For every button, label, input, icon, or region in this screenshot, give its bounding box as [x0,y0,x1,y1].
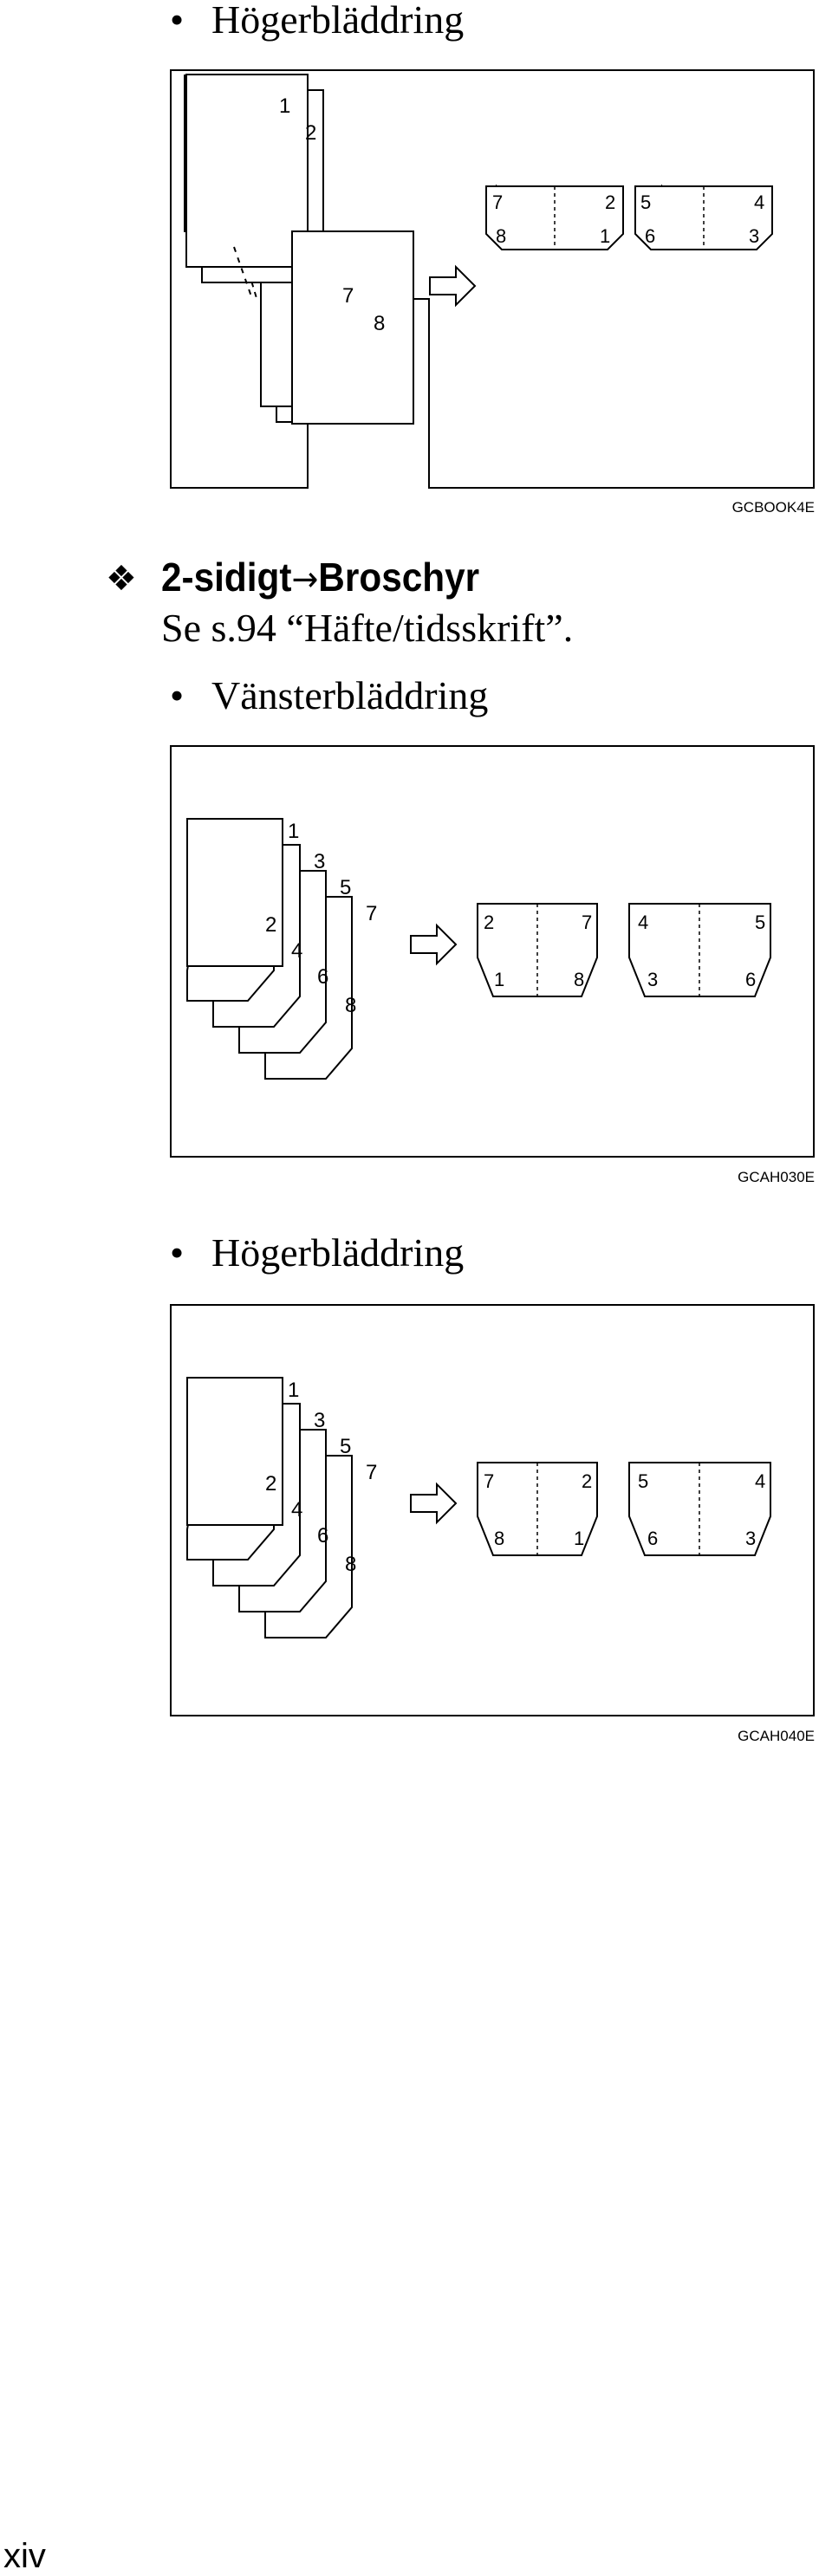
fig3-back-4: 4 [291,1498,302,1522]
arrow-icon [410,923,458,966]
fig2-back-4: 4 [291,939,302,963]
arrow-icon [410,1482,458,1525]
fig1-r2-bottom-right: 3 [749,225,759,247]
bullet-text: Vänsterbläddring [211,673,489,717]
figure-3-code: GCAH040E [738,1728,815,1744]
arrow-icon [429,264,477,308]
page-number: xiv [3,2537,46,2575]
fig3-r1-top-left: 7 [484,1470,494,1492]
figure-1-drawing: 1 2 7 8 7 2 8 1 5 4 6 3 [185,74,773,489]
fig1-r2-top-right: 4 [754,191,764,213]
fig2-front-7: 7 [366,902,377,925]
fig3-r1-bottom-right: 1 [574,1528,584,1549]
bullet-symbol: • [170,673,185,717]
bullet-text: Högerbläddring [211,0,465,42]
fig1-r1-top-right: 2 [605,191,615,213]
bullet-vansterbladdring: • Vänsterbläddring [170,676,488,716]
fig2-r2-bottom-right: 6 [745,969,756,990]
fig1-back-7: 7 [342,284,354,308]
fig2-r1-top-left: 2 [484,912,494,933]
fig3-front-5: 5 [340,1435,351,1458]
fig3-r2-bottom-right: 3 [745,1528,756,1549]
figure-1-code: GCBOOK4E [731,499,815,516]
figure-gcah040e: 1 3 5 7 2 4 6 8 7 2 8 1 5 4 6 3 [170,1304,815,1716]
figure-gcah030e: 1 3 5 7 2 4 6 8 2 7 1 8 4 5 3 6 [170,745,815,1158]
fig1-r2-top-left: 5 [640,191,651,213]
fig3-r2-top-left: 5 [638,1470,648,1492]
fig3-r1-top-right: 2 [582,1470,592,1492]
figure-2-code: GCAH030E [738,1169,815,1185]
fig3-front-1: 1 [288,1379,299,1402]
fig1-r2-bottom-left: 6 [645,225,655,247]
fig3-r2-top-right: 4 [755,1470,765,1492]
fig1-front-1: 1 [279,94,290,118]
fig2-r1-bottom-right: 8 [574,969,584,990]
bullet-hogerbladdring-top: • Högerbläddring [170,0,464,40]
fig3-front-3: 3 [314,1409,325,1432]
bullet-symbol: • [170,0,185,42]
fig1-r1-top-left: 7 [492,191,503,213]
fig1-front-2: 2 [305,121,316,145]
section-reference: Se s.94 “Häfte/tidsskrift”. [161,606,574,650]
section-marker-icon: ❖ [106,559,137,599]
right-arrow-icon: → [291,560,319,600]
fig1-r1-bottom-left: 8 [496,225,506,247]
fig3-back-6: 6 [317,1524,328,1548]
fig2-r2-top-left: 4 [638,912,648,933]
fig2-r2-bottom-left: 3 [647,969,658,990]
bullet-hogerbladdring: • Högerbläddring [170,1233,464,1273]
fig2-r2-top-right: 5 [755,912,765,933]
fig3-back-8: 8 [345,1553,356,1576]
fig1-back-8: 8 [374,312,385,335]
fig2-back-2: 2 [265,913,276,937]
section-title: 2-sidigt→Broschyr [161,557,479,597]
fig2-r1-top-right: 7 [582,912,592,933]
fig2-front-3: 3 [314,850,325,873]
fig3-front-7: 7 [366,1461,377,1484]
fig2-back-6: 6 [317,965,328,989]
fig3-r1-bottom-left: 8 [494,1528,504,1549]
fig2-back-8: 8 [345,994,356,1017]
fig3-back-2: 2 [265,1472,276,1496]
fig3-r2-bottom-left: 6 [647,1528,658,1549]
fig2-r1-bottom-left: 1 [494,969,504,990]
section-title-right: Broschyr [318,555,480,600]
fig1-r1-bottom-right: 1 [600,225,610,247]
fig2-front-5: 5 [340,876,351,899]
fig2-front-1: 1 [288,820,299,843]
bullet-symbol: • [170,1230,185,1275]
bullet-text: Högerbläddring [211,1230,465,1275]
section-title-left: 2-sidigt [161,555,292,600]
